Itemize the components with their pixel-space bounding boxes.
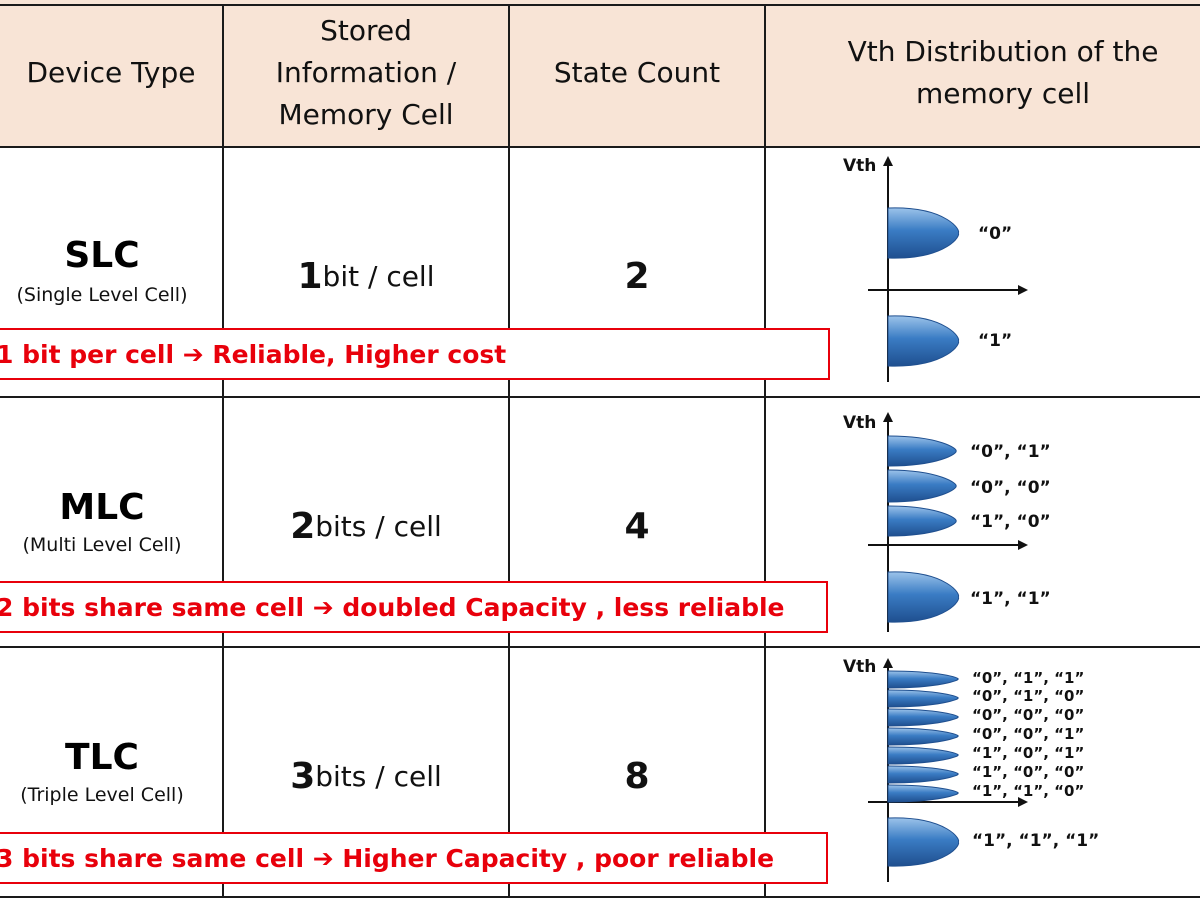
header-stored-information: Stored Information / Memory Cell — [224, 0, 508, 146]
state-label: “0”, “0” — [970, 478, 1051, 498]
stored-info-mlc: 2 bits / cell — [224, 496, 508, 556]
distribution-lobe — [887, 469, 957, 503]
state-count-mlc: 4 — [624, 505, 650, 547]
bits-unit: bit / cell — [322, 259, 435, 293]
note-tlc: 3 bits share same cell ➔ Higher Capacity… — [0, 832, 828, 884]
note-text: 1 bit per cell ➔ Reliable, Higher cost — [0, 339, 507, 369]
header-vth-distribution: Vth Distribution of the memory cell — [766, 0, 1200, 146]
device-full-name: (Multi Level Cell) — [22, 534, 182, 556]
state-label: “0”, “0”, “1” — [972, 725, 1084, 743]
device-full-name: (Triple Level Cell) — [20, 784, 184, 806]
state-label: “0”, “1”, “0” — [972, 687, 1084, 705]
device-cell-mlc: MLC (Multi Level Cell) — [0, 488, 224, 558]
arrow-icon: ➔ — [182, 339, 204, 369]
note-mlc: 2 bits share same cell ➔ doubled Capacit… — [0, 581, 828, 633]
header-stored-line-2: Information / — [275, 56, 457, 89]
device-cell-slc: SLC (Single Level Cell) — [0, 236, 224, 308]
device-cell-tlc: TLC (Triple Level Cell) — [0, 738, 224, 808]
distribution-lobe — [887, 817, 960, 867]
state-label: “0”, “0”, “0” — [972, 706, 1084, 724]
vth-axis-label: Vth — [843, 657, 876, 677]
state-label: “1”, “1”, “0” — [972, 782, 1084, 800]
vth-axis-label: Vth — [843, 156, 876, 176]
state-label: “1”, “0” — [970, 512, 1051, 532]
vth-diagram-mlc: Vth “0”, “1” “0”, “0” “1”, “0” “1”, “1” — [843, 412, 1051, 632]
vth-diagram-tlc: Vth “0”, “1”, “1” “0”, “1”, “0” “0”, “0”… — [843, 657, 1099, 882]
grid-line-col-3 — [764, 4, 766, 898]
distribution-lobe — [887, 505, 957, 537]
device-name: TLC — [65, 737, 139, 778]
bits-unit: bits / cell — [315, 759, 442, 793]
table-header — [0, 0, 1200, 146]
state-label: “1”, “1” — [970, 589, 1051, 609]
distribution-lobe — [887, 571, 960, 623]
grid-line-top — [0, 4, 1200, 6]
vth-axis-label: Vth — [843, 413, 876, 433]
note-text: 2 bits share same cell ➔ doubled Capacit… — [0, 592, 785, 622]
bits-number: 3 — [290, 755, 316, 797]
grid-line-col-2 — [508, 4, 510, 898]
note-slc: 1 bit per cell ➔ Reliable, Higher cost — [0, 328, 830, 380]
grid-line-header-bottom — [0, 146, 1200, 148]
state-label: “1” — [978, 331, 1012, 351]
state-label: “1”, “1”, “1” — [972, 831, 1099, 851]
arrow-icon: ➔ — [312, 843, 334, 873]
grid-line-col-1 — [222, 4, 224, 898]
state-label: “0”, “1” — [970, 442, 1051, 462]
header-stored-line-3: Memory Cell — [278, 98, 454, 131]
grid-line-row-2 — [0, 646, 1200, 648]
header-device-type: Device Type — [26, 56, 196, 89]
distribution-lobe — [887, 670, 959, 689]
distribution-lobe — [887, 435, 957, 467]
stored-info-tlc: 3 bits / cell — [224, 746, 508, 806]
arrow-icon: ➔ — [312, 592, 334, 622]
bits-unit: bits / cell — [315, 509, 442, 543]
distribution-lobe — [887, 784, 959, 803]
distribution-lobe — [887, 708, 959, 727]
header-stored-line-1: Stored — [320, 14, 412, 47]
header-vth-line-1: Vth Distribution of the — [847, 35, 1159, 68]
state-count-slc: 2 — [624, 255, 650, 297]
state-label: “1”, “0”, “1” — [972, 744, 1084, 762]
state-label: “1”, “0”, “0” — [972, 763, 1084, 781]
grid-line-bottom — [0, 896, 1200, 898]
grid-line-row-1 — [0, 396, 1200, 398]
distribution-lobe — [887, 689, 959, 708]
vth-diagram-slc: Vth “0” “1” — [843, 156, 1028, 382]
device-name: SLC — [64, 235, 140, 276]
header-vth-line-2: memory cell — [915, 77, 1091, 110]
distribution-lobe — [887, 746, 959, 765]
device-full-name: (Single Level Cell) — [16, 284, 188, 306]
distribution-lobe — [887, 315, 960, 367]
state-label: “0”, “1”, “1” — [972, 669, 1084, 687]
distribution-lobe — [887, 765, 959, 784]
header-state-count: State Count — [553, 56, 721, 89]
distribution-lobe — [887, 727, 959, 746]
device-name: MLC — [59, 487, 145, 528]
bits-number: 2 — [290, 505, 316, 547]
bits-number: 1 — [297, 255, 323, 297]
note-text: 3 bits share same cell ➔ Higher Capacity… — [0, 843, 775, 873]
state-count-tlc: 8 — [624, 755, 650, 797]
stored-info-slc: 1 bit / cell — [224, 246, 508, 306]
distribution-lobe — [887, 207, 960, 259]
state-label: “0” — [978, 224, 1012, 244]
